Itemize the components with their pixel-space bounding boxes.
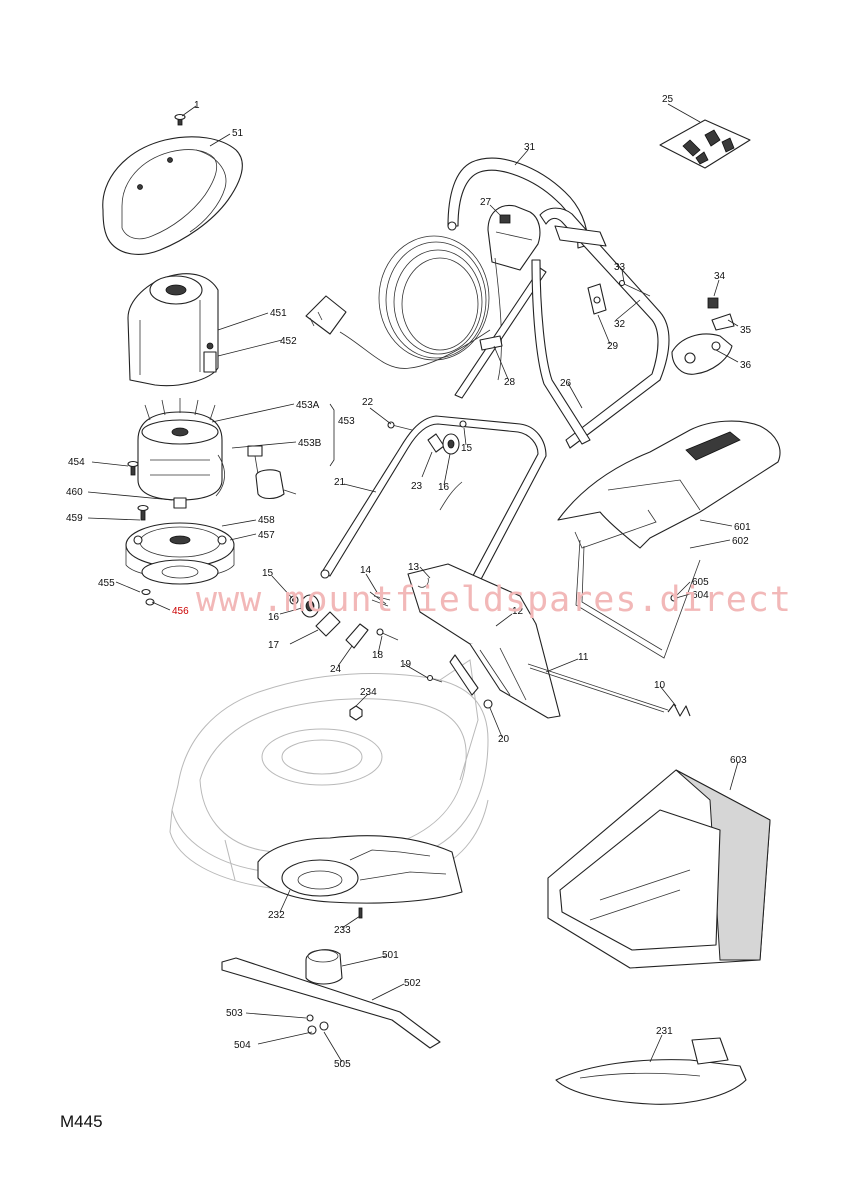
handle-knob-set [387, 420, 467, 511]
part-label-15b: 15 [262, 568, 274, 579]
part-label-27: 27 [480, 197, 492, 208]
part-label-13: 13 [408, 562, 420, 573]
mounting-bracket [671, 333, 733, 375]
part-label-26: 26 [560, 378, 572, 389]
cam-lever [587, 283, 607, 315]
part-label-24: 24 [330, 664, 342, 675]
part-label-16b: 16 [268, 612, 280, 623]
part-label-456: 456 [172, 606, 189, 617]
part-label-32: 32 [614, 319, 626, 330]
part-label-22: 22 [362, 397, 374, 408]
part-label-457: 457 [258, 530, 275, 541]
motor-top-cover [102, 136, 243, 255]
rear-flap [369, 563, 561, 719]
part-label-36: 36 [740, 360, 752, 371]
part-label-1: 1 [194, 100, 200, 111]
part-label-234: 234 [360, 687, 377, 698]
part-label-460: 460 [66, 487, 83, 498]
electric-motor [137, 398, 297, 509]
brake-assembly [125, 504, 235, 585]
small-fasteners [127, 460, 155, 606]
part-label-232: 232 [268, 910, 285, 921]
spring-part [707, 297, 719, 309]
part-label-15a: 15 [461, 443, 473, 454]
fixings-bag [659, 119, 751, 169]
part-label-14: 14 [360, 565, 372, 576]
part-label-25: 25 [662, 94, 674, 105]
deck-nut [349, 705, 363, 721]
cable-coil [339, 235, 502, 381]
part-label-459: 459 [66, 513, 83, 524]
wheel-bracket-set [289, 594, 493, 709]
part-label-34: 34 [714, 271, 726, 282]
part-label-601: 601 [734, 522, 751, 533]
part-label-18: 18 [372, 650, 384, 661]
part-label-602: 602 [732, 536, 749, 547]
blade-assembly [221, 949, 441, 1049]
part-label-12: 12 [512, 606, 524, 617]
screw-part [174, 113, 186, 126]
part-label-503: 503 [226, 1008, 243, 1019]
part-label-233: 233 [334, 925, 351, 936]
rear-rod-and-spring [527, 663, 691, 717]
part-label-51: 51 [232, 128, 244, 139]
part-label-458: 458 [258, 515, 275, 526]
part-label-451: 451 [270, 308, 287, 319]
part-label-23: 23 [411, 481, 423, 492]
part-label-504: 504 [234, 1040, 251, 1051]
part-label-605: 605 [692, 577, 709, 588]
part-label-454: 454 [68, 457, 85, 468]
part-label-35: 35 [740, 325, 752, 336]
part-label-453A: 453A [296, 400, 320, 411]
mulch-plug [555, 1037, 747, 1105]
part-label-452: 452 [280, 336, 297, 347]
part-label-31: 31 [524, 142, 536, 153]
grass-box [547, 769, 771, 969]
model-code: M445 [60, 1112, 103, 1131]
blade-housing [257, 835, 463, 919]
grass-bag-frame [557, 420, 781, 659]
part-label-28: 28 [504, 377, 516, 388]
part-label-11: 11 [578, 652, 589, 663]
leader-lines [87, 103, 739, 1063]
part-label-505: 505 [334, 1059, 351, 1070]
mains-plug [305, 295, 347, 335]
part-label-19: 19 [400, 659, 412, 670]
part-label-501: 501 [382, 950, 399, 961]
part-label-16a: 16 [438, 482, 450, 493]
part-labels: 1 51 25 31 27 33 34 35 36 32 29 451 452 … [66, 94, 752, 1070]
part-label-33: 33 [614, 262, 626, 273]
handle-upper [447, 157, 670, 449]
part-label-453B: 453B [298, 438, 322, 449]
part-label-231: 231 [656, 1026, 673, 1037]
handle-lower [320, 259, 591, 605]
part-label-604: 604 [692, 590, 709, 601]
part-label-453: 453 [338, 416, 355, 427]
part-label-20: 20 [498, 734, 510, 745]
motor-housing [127, 273, 219, 387]
part-label-10: 10 [654, 680, 666, 691]
part-label-21: 21 [334, 477, 346, 488]
part-label-29: 29 [607, 341, 619, 352]
handle-bolt [618, 279, 651, 297]
part-label-502: 502 [404, 978, 421, 989]
watermark-text: www.mountfieldspares.direct [196, 580, 792, 620]
part-label-17: 17 [268, 640, 280, 651]
clip-part [711, 313, 735, 331]
switch-box [487, 204, 541, 271]
part-label-603: 603 [730, 755, 747, 766]
part-label-455: 455 [98, 578, 115, 589]
